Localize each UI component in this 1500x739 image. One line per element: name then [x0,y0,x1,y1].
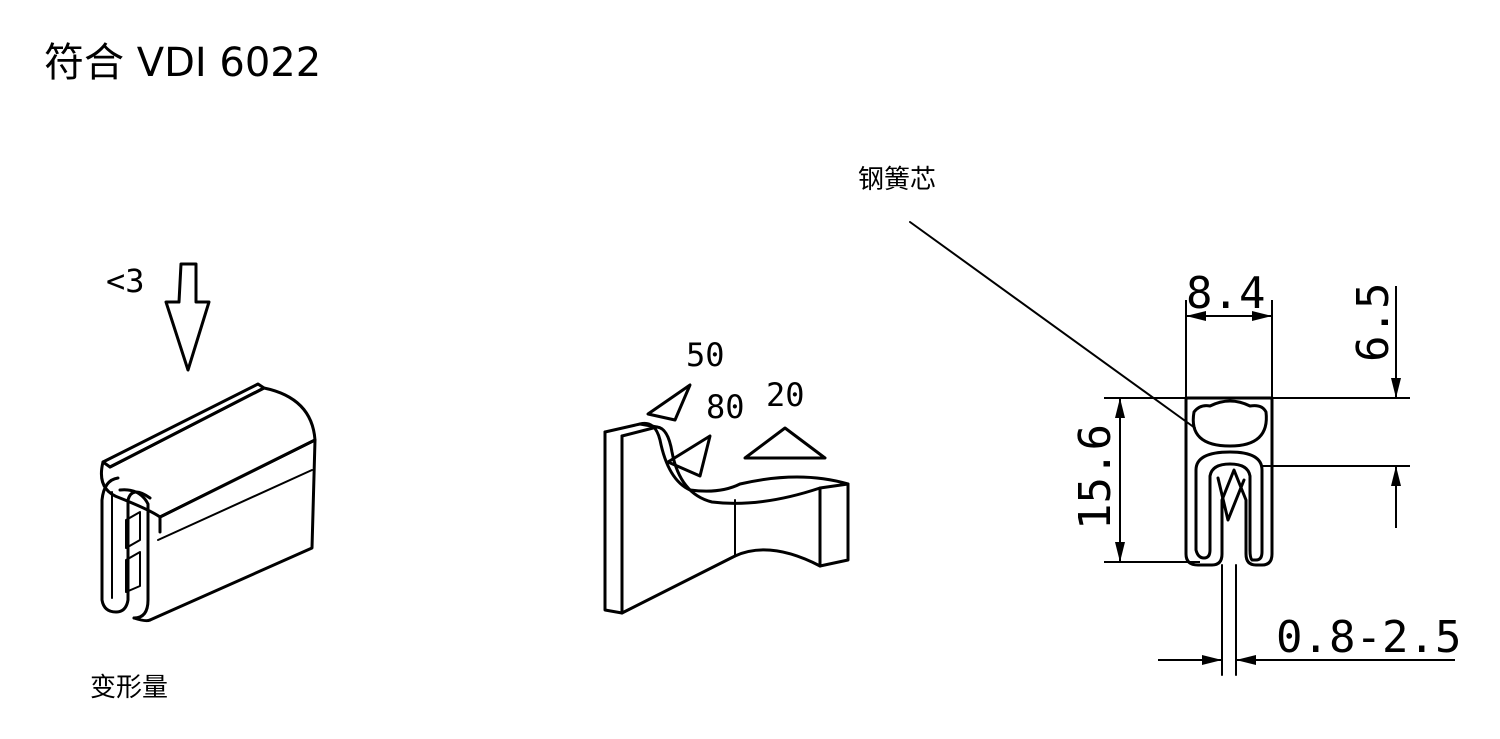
clamp-range-dimension-text: 0.8-2.5 [1276,612,1461,663]
force-value-text: <3 [106,262,145,300]
width-dimension-text: 8.4 [1186,268,1265,319]
bulb-height-dimension-text: 6.5 [1348,283,1399,362]
total-height-dimension-text: 15.6 [1070,424,1121,530]
force-arrow [164,262,211,372]
deformation-label: 变形量 [90,673,169,703]
angle-3d-view [603,383,850,615]
angle-50-triangle [646,383,692,422]
angle-20-triangle [743,426,827,460]
angle-80-triangle [666,434,712,478]
angle-20-text: 20 [766,376,805,414]
profile-3d-view [99,262,317,623]
dimension-lines [1104,286,1455,661]
dimension-arrowheads [1115,311,1401,665]
angle-50-text: 50 [686,336,725,374]
cross-section-view [909,221,1274,676]
page-title: 符合 VDI 6022 [44,40,322,86]
angle-80-text: 80 [706,388,745,426]
steel-core-label: 钢簧芯 [858,165,937,195]
steel-core-leader [909,221,1196,429]
